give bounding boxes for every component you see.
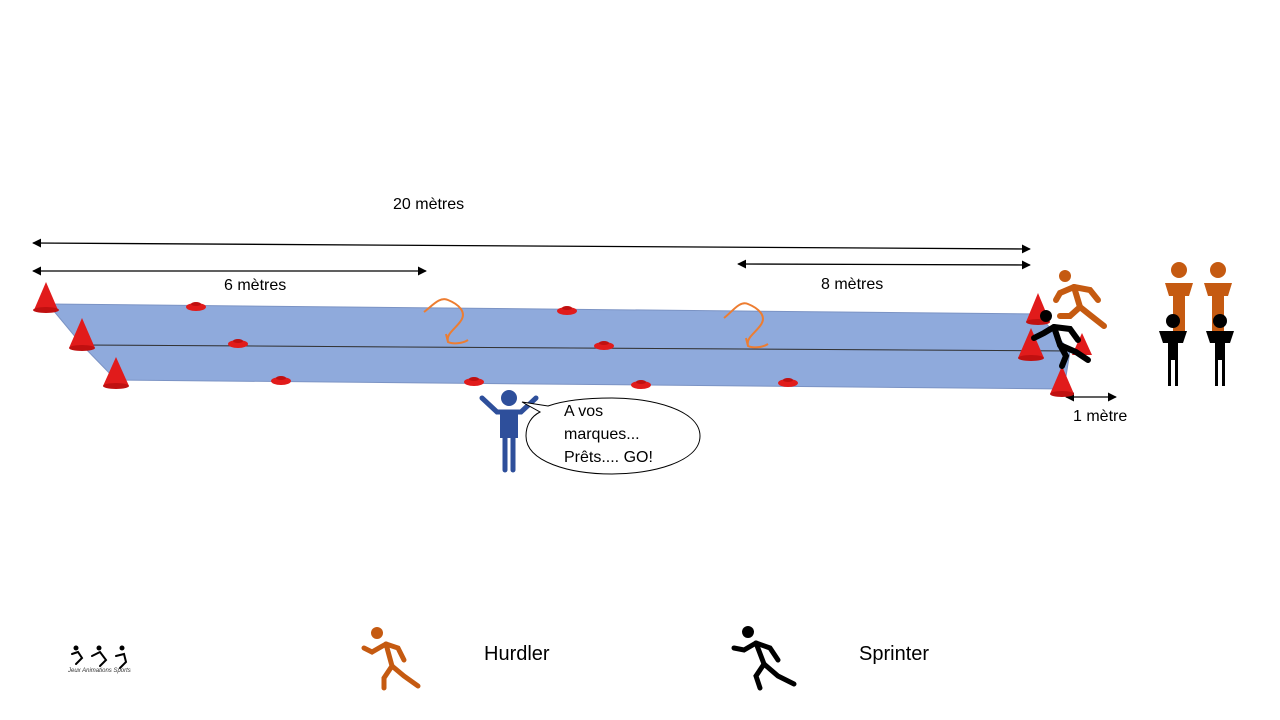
hurdler-runner (1053, 270, 1107, 329)
speech-bubble (521, 397, 701, 475)
flat-marker (271, 376, 291, 385)
hurdles (423, 298, 769, 349)
flat-markers (186, 302, 798, 389)
label-8m: 8 mètres (821, 276, 884, 293)
cones (33, 282, 1092, 397)
cone (69, 318, 95, 351)
track (46, 303, 1072, 390)
waiting-hurdler (1165, 262, 1193, 332)
hurdle (423, 298, 469, 345)
cone (33, 282, 59, 313)
arrow-20m (32, 238, 1031, 254)
flat-marker (186, 302, 206, 311)
waiting-hurdlers (1165, 262, 1232, 332)
legend-hurdler-label: Hurdler (484, 643, 550, 665)
lane-divider (81, 344, 1071, 352)
waiting-hurdler (1204, 262, 1232, 332)
hurdle (723, 302, 769, 349)
flat-marker (631, 380, 651, 389)
waiting-sprinter (1159, 314, 1187, 386)
logo (71, 645, 128, 669)
waiting-sprinters (1159, 314, 1234, 386)
flat-marker (228, 339, 248, 348)
legend-sprinter-label: Sprinter (859, 643, 930, 665)
label-20m: 20 mètres (393, 196, 465, 213)
label-6m: 6 mètres (224, 277, 287, 294)
flat-marker (464, 377, 484, 386)
label-1m: 1 mètre (1073, 408, 1128, 425)
flat-marker (594, 341, 614, 350)
flat-marker (557, 306, 577, 315)
sprinter-runner (1031, 310, 1091, 369)
cone (103, 357, 129, 389)
legend-hurdler-icon (361, 627, 421, 691)
logo-text: Jeux Animations Sports (68, 668, 131, 674)
speech-line-2: marques... (564, 426, 640, 443)
waiting-sprinter (1206, 314, 1234, 386)
speech-line-1: A vos (564, 403, 604, 420)
cone (1018, 328, 1044, 361)
legend-sprinter-icon (731, 626, 797, 691)
flat-marker (778, 378, 798, 387)
lane-bottom (80, 344, 1071, 390)
cone (1050, 366, 1074, 397)
speech-line-3: Prêts.... GO! (564, 449, 653, 466)
arrow-8m (737, 259, 1031, 270)
measurement-arrows (32, 238, 1117, 402)
